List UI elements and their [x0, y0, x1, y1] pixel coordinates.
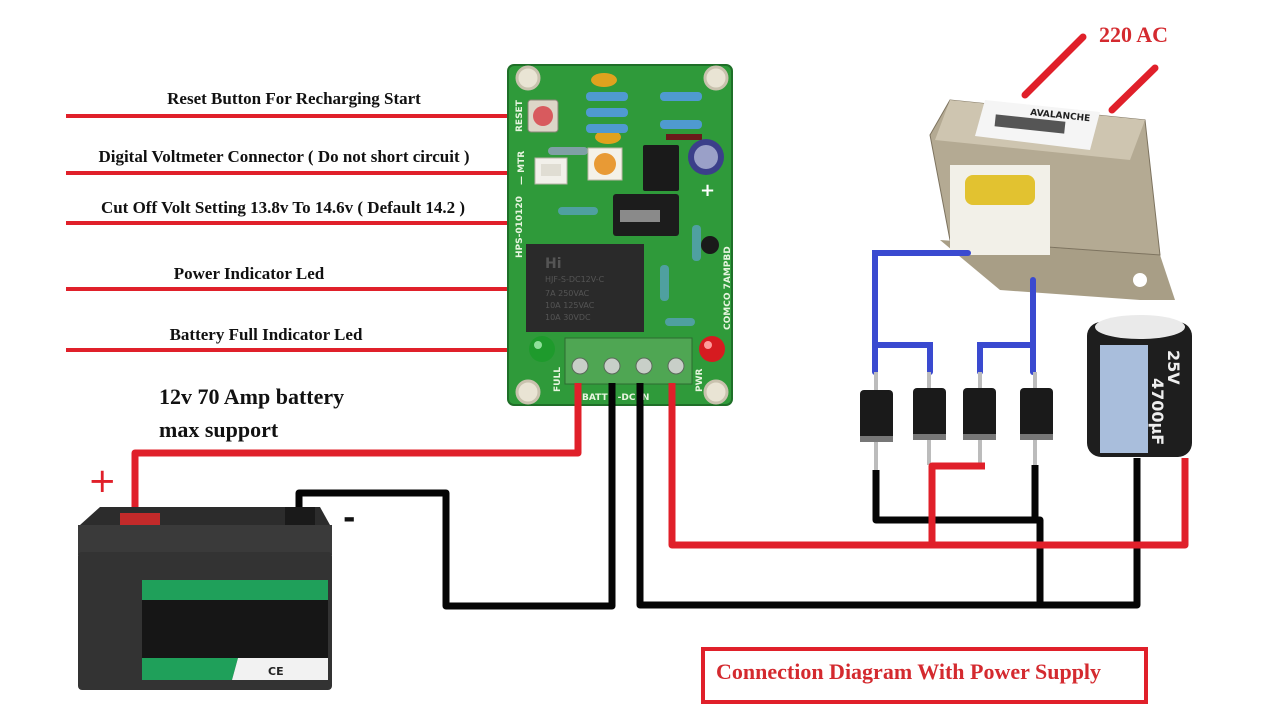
battery-full-led	[529, 336, 555, 362]
ac-input-label: 220 AC	[1099, 22, 1168, 47]
reset-silk: RESET	[515, 99, 525, 132]
secondary-wires	[872, 250, 1036, 375]
filter-capacitor: 25V 4700µF	[1087, 315, 1192, 457]
battery: CE	[78, 507, 332, 690]
reset-label: Reset Button For Recharging Start	[167, 89, 421, 108]
mtr-silk: — MTR	[517, 151, 527, 185]
full-led-label: Battery Full Indicator Led	[170, 325, 363, 344]
transistor-q1	[701, 236, 719, 254]
mounting-hole	[703, 379, 729, 405]
ac-wire-2	[1108, 64, 1159, 114]
capacitor-c2	[595, 130, 621, 144]
full-silk: FULL	[553, 367, 563, 392]
mounting-hole	[515, 379, 541, 405]
dc-wires	[131, 383, 1189, 610]
capacitor-value: 4700µF	[1148, 378, 1167, 445]
power-led-label: Power Indicator Led	[174, 264, 325, 283]
rectifier-positive-wire	[928, 462, 985, 545]
svg-text:10A 30VDC: 10A 30VDC	[545, 313, 591, 322]
diagram-title: Connection Diagram With Power Supply	[716, 659, 1101, 684]
battery-plus-sign: +	[88, 461, 117, 501]
transformer-winding	[965, 175, 1035, 205]
voltmeter-connector[interactable]	[534, 157, 568, 185]
diode	[913, 372, 946, 465]
pwr-silk: PWR	[695, 368, 705, 392]
resistors	[548, 92, 702, 326]
battery-negative-wire	[295, 383, 616, 610]
battery-spec-line1: 12v 70 Amp battery	[159, 384, 344, 409]
charger-pcb: RESET — MTR	[507, 64, 733, 406]
brand-silk: COMCO 7AMPBD	[723, 246, 733, 330]
battery-spec-line2: max support	[159, 417, 279, 442]
battery-green-band	[142, 580, 328, 600]
model-silk: HPS-010120	[515, 196, 525, 258]
plus-silk: +	[700, 180, 715, 201]
battery-negative-terminal	[285, 507, 315, 525]
svg-text:10A 125VAC: 10A 125VAC	[545, 301, 595, 310]
rectifier-negative-wire	[872, 470, 1044, 605]
diode-d1	[666, 134, 702, 140]
title-box	[701, 647, 1148, 704]
transformer: AVALANCHE	[929, 99, 1175, 300]
dc-in-negative-wire	[636, 383, 1141, 609]
ac-wire-1	[1021, 33, 1087, 99]
terminal-silk: BATT - -DC IN	[582, 393, 649, 403]
diode	[963, 372, 996, 465]
diode	[860, 372, 893, 470]
relay-k1: Hi HJF-S-DC12V-C 7A 250VAC 10A 125VAC 10…	[526, 244, 644, 332]
mounting-hole	[703, 65, 729, 91]
diode	[1020, 372, 1053, 465]
voltmeter-label: Digital Voltmeter Connector ( Do not sho…	[98, 147, 469, 166]
battery-positive-wire	[131, 383, 582, 520]
svg-text:7A 250VAC: 7A 250VAC	[545, 289, 590, 298]
reset-button[interactable]	[527, 99, 559, 133]
svg-text:Hi: Hi	[545, 256, 562, 272]
capacitor-c8	[688, 139, 724, 175]
cutoff-label: Cut Off Volt Setting 13.8v To 14.6v ( De…	[101, 198, 465, 217]
mounting-hole	[515, 65, 541, 91]
svg-text:HJF-S-DC12V-C: HJF-S-DC12V-C	[545, 275, 605, 284]
capacitor-voltage: 25V	[1164, 350, 1183, 385]
ce-mark: CE	[268, 665, 284, 678]
terminal-block[interactable]	[564, 337, 693, 385]
battery-minus-sign: -	[343, 501, 355, 536]
bridge-diodes	[860, 372, 1053, 470]
mount-hole	[1133, 273, 1147, 287]
power-led	[699, 336, 725, 362]
cutoff-trimpot[interactable]	[587, 147, 623, 181]
capacitor-c1	[591, 73, 617, 87]
ic-chip	[643, 145, 679, 191]
regulator-tab	[620, 210, 660, 222]
